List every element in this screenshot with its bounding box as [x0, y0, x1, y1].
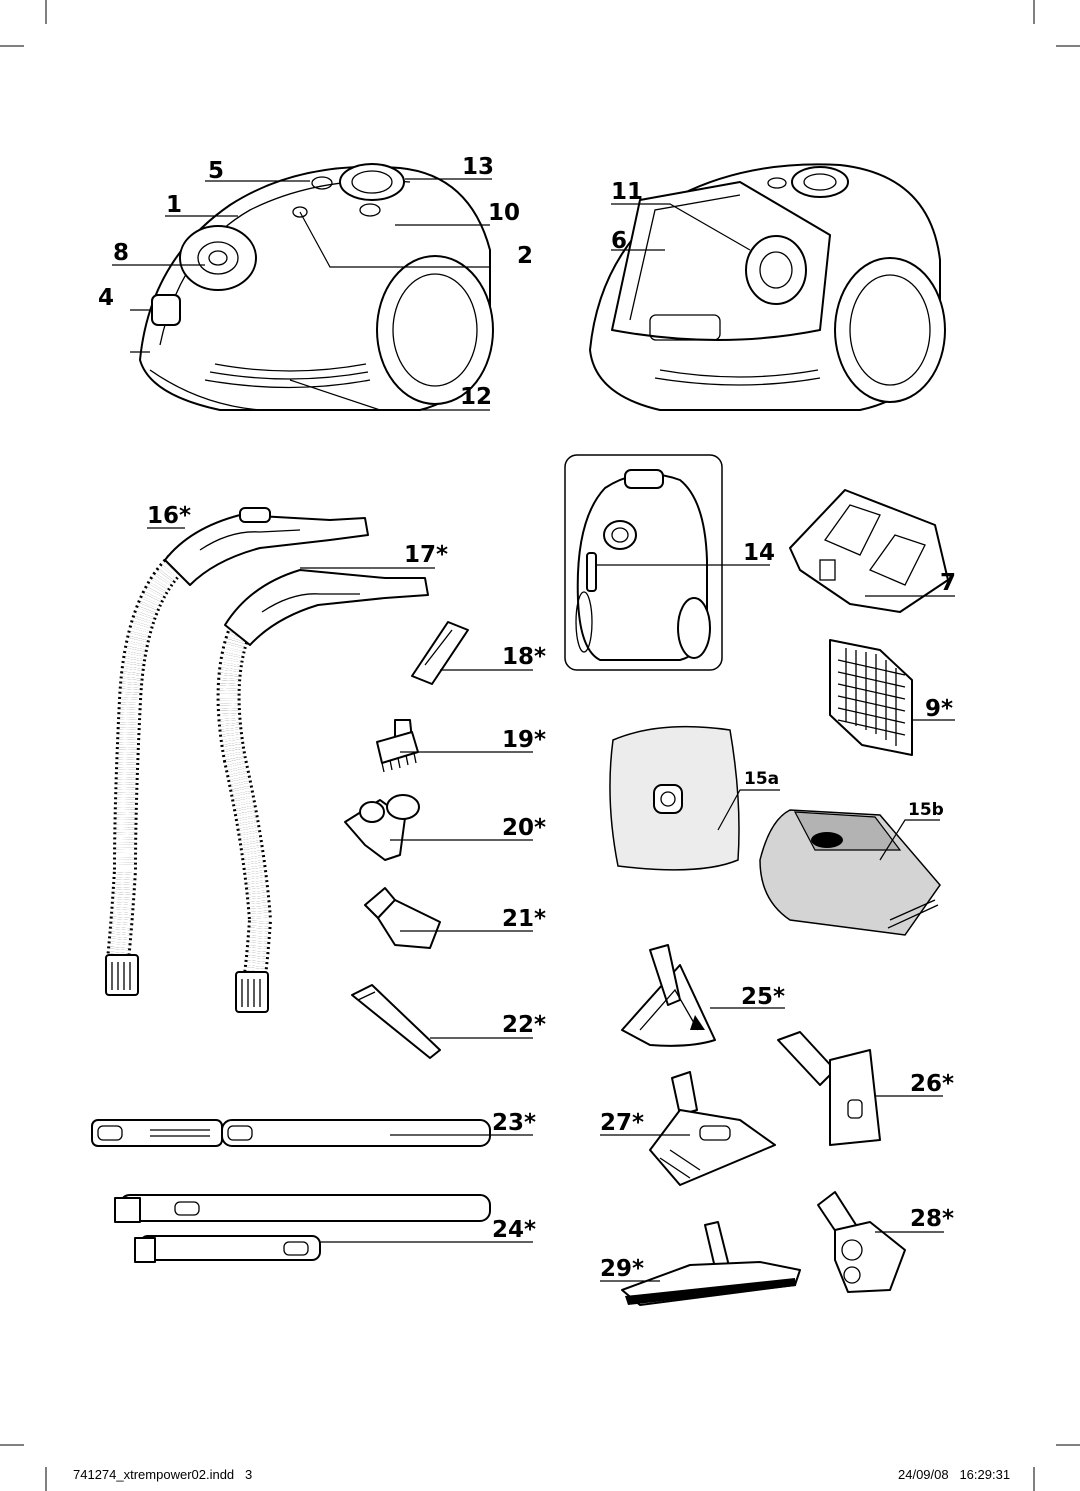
label-7: 7 [940, 570, 956, 596]
vacuum-back-illustration [564, 454, 723, 671]
label-29: 29* [600, 1256, 644, 1282]
nozzle-29-illustration [621, 1221, 801, 1306]
label-28: 28* [910, 1206, 954, 1232]
label-10: 10 [488, 200, 520, 226]
label-8: 8 [113, 240, 129, 266]
label-23: 23* [492, 1110, 536, 1136]
tool-21-illustration [364, 887, 441, 949]
vacuum-closed-illustration [139, 163, 494, 411]
label-13: 13 [462, 154, 494, 180]
tool-20-illustration [344, 794, 420, 861]
footer-file-name: 741274_xtrempower02.indd 3 [73, 1467, 253, 1482]
label-18: 18* [502, 644, 546, 670]
tube-23-illustration [91, 1119, 491, 1147]
nozzle-28-illustration [817, 1191, 906, 1293]
tool-22-illustration [351, 984, 441, 1059]
label-20: 20* [502, 815, 546, 841]
label-19: 19* [502, 727, 546, 753]
label-25: 25* [741, 984, 785, 1010]
label-1: 1 [166, 192, 182, 218]
leader-lines [112, 178, 955, 1282]
label-15a: 15a [744, 769, 779, 789]
label-21: 21* [502, 906, 546, 932]
vacuum-open-illustration [589, 163, 946, 411]
label-5: 5 [208, 158, 224, 184]
label-6: 6 [611, 228, 627, 254]
motor-filter-illustration [829, 639, 913, 756]
label-26: 26* [910, 1071, 954, 1097]
footer-datetime: 24/09/08 16:29:31 [898, 1467, 1011, 1482]
nozzle-25-illustration [621, 944, 716, 1047]
tube-24-illustration [114, 1194, 491, 1263]
part-labels: 5 13 1 10 8 2 4 12 11 6 16* 17* 14 7 18*… [98, 154, 956, 1282]
label-22: 22* [502, 1012, 546, 1038]
accessory-holder-illustration [789, 489, 949, 613]
tool-18-illustration [411, 621, 469, 685]
label-14: 14 [743, 540, 775, 566]
label-24: 24* [492, 1217, 536, 1243]
hose-17-illustration [216, 569, 429, 1013]
bag-15a-illustration [609, 725, 740, 871]
label-15b: 15b [908, 800, 944, 820]
nozzle-27-illustration [649, 1071, 776, 1186]
bag-15b-illustration [759, 809, 941, 936]
tool-19-illustration [376, 719, 419, 773]
hose-16-illustration [105, 507, 369, 996]
label-11: 11 [611, 179, 643, 205]
label-2: 2 [517, 243, 533, 269]
label-27: 27* [600, 1110, 644, 1136]
label-12: 12 [460, 384, 492, 410]
label-17: 17* [404, 542, 448, 568]
label-16: 16* [147, 503, 191, 529]
label-4: 4 [98, 285, 114, 311]
nozzle-26-illustration [777, 1031, 881, 1146]
label-9: 9* [925, 696, 953, 722]
